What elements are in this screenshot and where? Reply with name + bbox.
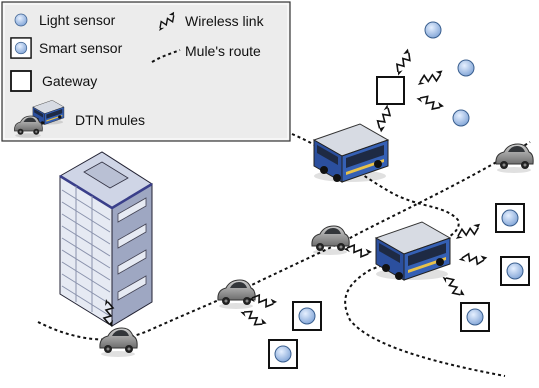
legend-light-sensor-label: Light sensor — [39, 12, 116, 28]
legend-dtn-mules-label: DTN mules — [75, 112, 145, 128]
wireless-link-icon — [391, 47, 416, 78]
wireless-link-icon — [373, 102, 395, 134]
smart-sensor-icon — [268, 339, 298, 369]
bus-icon — [313, 123, 389, 183]
light-sensor-icon — [14, 13, 28, 27]
legend-gateway-label: Gateway — [42, 73, 97, 89]
wireless-link-icon — [414, 68, 446, 88]
light-sensor-icon — [452, 109, 470, 127]
car-icon — [217, 279, 256, 310]
car-icon — [495, 143, 534, 174]
wireless-link-icon — [457, 251, 489, 267]
legend-smart-sensor-label: Smart sensor — [39, 40, 123, 56]
car-icon — [99, 327, 138, 358]
smart-sensor-icon — [292, 301, 322, 331]
car-icon — [311, 225, 350, 256]
smart-sensor-icon — [495, 203, 525, 233]
gateway-icon — [376, 76, 405, 105]
light-sensor-icon — [457, 59, 475, 77]
wireless-link-icon — [238, 305, 268, 331]
wireless-link-icon — [414, 91, 446, 115]
legend: Light sensor Smart sensor Gateway DTN mu… — [1, 1, 291, 142]
smart-sensor-icon — [460, 302, 490, 332]
gateway-icon — [10, 70, 32, 92]
legend-wireless-link-label: Wireless link — [185, 13, 265, 29]
smart-sensor-icon — [10, 37, 32, 59]
bus-icon — [375, 221, 451, 281]
building-icon — [59, 151, 153, 327]
legend-mules-route-label: Mule's route — [185, 43, 261, 59]
wireless-link-icon — [440, 271, 467, 301]
smart-sensor-icon — [500, 256, 530, 286]
light-sensor-icon — [424, 21, 442, 39]
legend-route-sample — [151, 49, 181, 63]
